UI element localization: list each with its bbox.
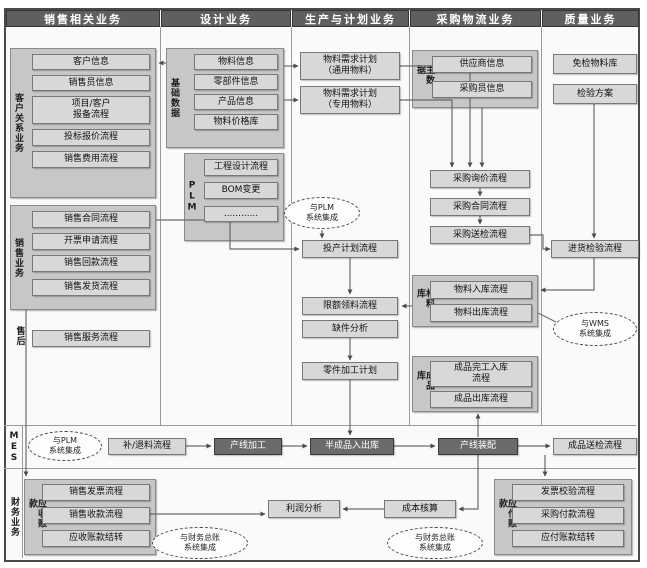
node-product-info: 产品信息 <box>194 94 278 110</box>
node-customer-info: 客户信息 <box>32 54 150 70</box>
node-quota-picking: 限额领料流程 <box>302 297 398 315</box>
node-line-assembly: 产线装配 <box>438 438 518 455</box>
node-purchase-payment: 采购付款流程 <box>512 507 624 524</box>
group-label-material-store: 材料库 <box>415 288 434 309</box>
node-parts-machining-plan: 零件加工计划 <box>302 362 398 380</box>
integration-gl-integration-left: 与财务总账 系统集成 <box>152 527 248 559</box>
node-sales-expense: 销售费用流程 <box>32 151 150 168</box>
row-label-after-sales: 售后 <box>14 326 25 346</box>
integration-plm-integration: 与PLM 系统集成 <box>284 197 360 229</box>
column-divider-4 <box>541 27 542 425</box>
row-label-divider <box>22 425 23 558</box>
node-semi-in-out: 半成品入出库 <box>310 438 394 455</box>
node-project-report: 项目/客户 报备流程 <box>32 96 150 124</box>
group-label-sales-business: 销售业务 <box>13 237 23 278</box>
node-sales-invoice: 销售发票流程 <box>42 484 150 501</box>
node-refill-return: 补/退料流程 <box>108 438 186 455</box>
column-header-design: 设计业务 <box>161 10 291 27</box>
node-sales-receipt: 销售收款流程 <box>42 507 150 524</box>
row-label-finance-row: 财务业务 <box>9 497 19 537</box>
column-divider-3 <box>409 27 410 425</box>
node-buyer-info: 采购员信息 <box>432 81 532 98</box>
group-label-payable: 应付账款 <box>497 498 516 529</box>
node-plm-more: ............ <box>204 206 278 222</box>
node-profit-analysis: 利润分析 <box>268 500 340 518</box>
finance-row-divider <box>4 468 636 469</box>
node-material-out: 物料出库流程 <box>430 304 532 322</box>
node-sales-collection: 销售回款流程 <box>32 255 150 272</box>
column-header-procurement: 采购物流业务 <box>410 10 541 27</box>
node-ar-carryover: 应收账款结转 <box>42 530 150 547</box>
node-bom-change: BOM变更 <box>204 182 278 199</box>
group-label-finished-store: 成品库 <box>415 370 434 391</box>
node-inspection-plan: 检验方案 <box>553 84 637 104</box>
column-header-quality: 质量业务 <box>542 10 639 27</box>
node-production-plan: 投产计划流程 <box>302 240 398 258</box>
column-header-sales: 销售相关业务 <box>6 10 160 27</box>
column-divider-2 <box>291 27 292 425</box>
node-sales-service: 销售服务流程 <box>32 330 150 347</box>
node-cost-accounting: 成本核算 <box>384 500 456 518</box>
node-invoice-verify: 发票校验流程 <box>512 484 624 501</box>
mes-row-divider <box>4 425 636 426</box>
node-material-info: 物料信息 <box>194 54 278 70</box>
node-purchase-contract: 采购合同流程 <box>430 198 530 216</box>
node-finished-in: 成品完工入库 流程 <box>430 361 532 387</box>
integration-gl-integration-right: 与财务总账 系统集成 <box>387 527 483 559</box>
node-invoice-apply: 开票申请流程 <box>32 233 150 250</box>
node-material-price: 物料价格库 <box>194 114 278 130</box>
node-finished-send-inspect: 成品送检流程 <box>553 438 637 455</box>
group-label-receivable: 应收账款 <box>27 498 46 529</box>
node-material-in: 物料入库流程 <box>430 281 532 299</box>
node-parts-info: 零部件信息 <box>194 74 278 90</box>
node-shortage-analysis: 缺件分析 <box>302 320 398 338</box>
node-sales-delivery: 销售发货流程 <box>32 279 150 296</box>
column-header-production: 生产与计划业务 <box>292 10 409 27</box>
group-label-customer-relation: 客户关系业务 <box>13 93 23 153</box>
node-finished-out: 成品出库流程 <box>430 391 532 408</box>
row-label-mes-row: MES <box>9 430 19 464</box>
node-ap-carryover: 应付账款结转 <box>512 530 624 547</box>
integration-mes-plm-integration: 与PLM 系统集成 <box>28 431 102 461</box>
node-purchase-inquiry: 采购询价流程 <box>430 170 530 188</box>
group-label-plm: PLM <box>187 180 197 214</box>
integration-wms-integration: 与WMS 系统集成 <box>553 312 637 346</box>
column-divider-1 <box>160 27 161 425</box>
node-exempt-material: 免检物料库 <box>553 54 637 74</box>
node-bid-quote: 投标报价流程 <box>32 129 150 146</box>
group-label-base-data: 基础数据 <box>169 78 179 118</box>
node-sales-contract: 销售合同流程 <box>32 211 150 228</box>
node-mrp-general: 物料需求计划 （通用物料） <box>300 52 400 80</box>
node-supplier-info: 供应商信息 <box>432 56 532 73</box>
node-salesman-info: 销售员信息 <box>32 75 150 91</box>
node-mrp-special: 物料需求计划 （专用物料） <box>300 86 400 114</box>
group-label-master-data: 主数据 <box>415 65 434 85</box>
node-purchase-send-inspect: 采购送检流程 <box>430 226 530 244</box>
node-incoming-inspection: 进货检验流程 <box>551 240 639 258</box>
node-eng-design: 工程设计流程 <box>204 159 278 176</box>
node-line-machining: 产线加工 <box>214 438 282 455</box>
